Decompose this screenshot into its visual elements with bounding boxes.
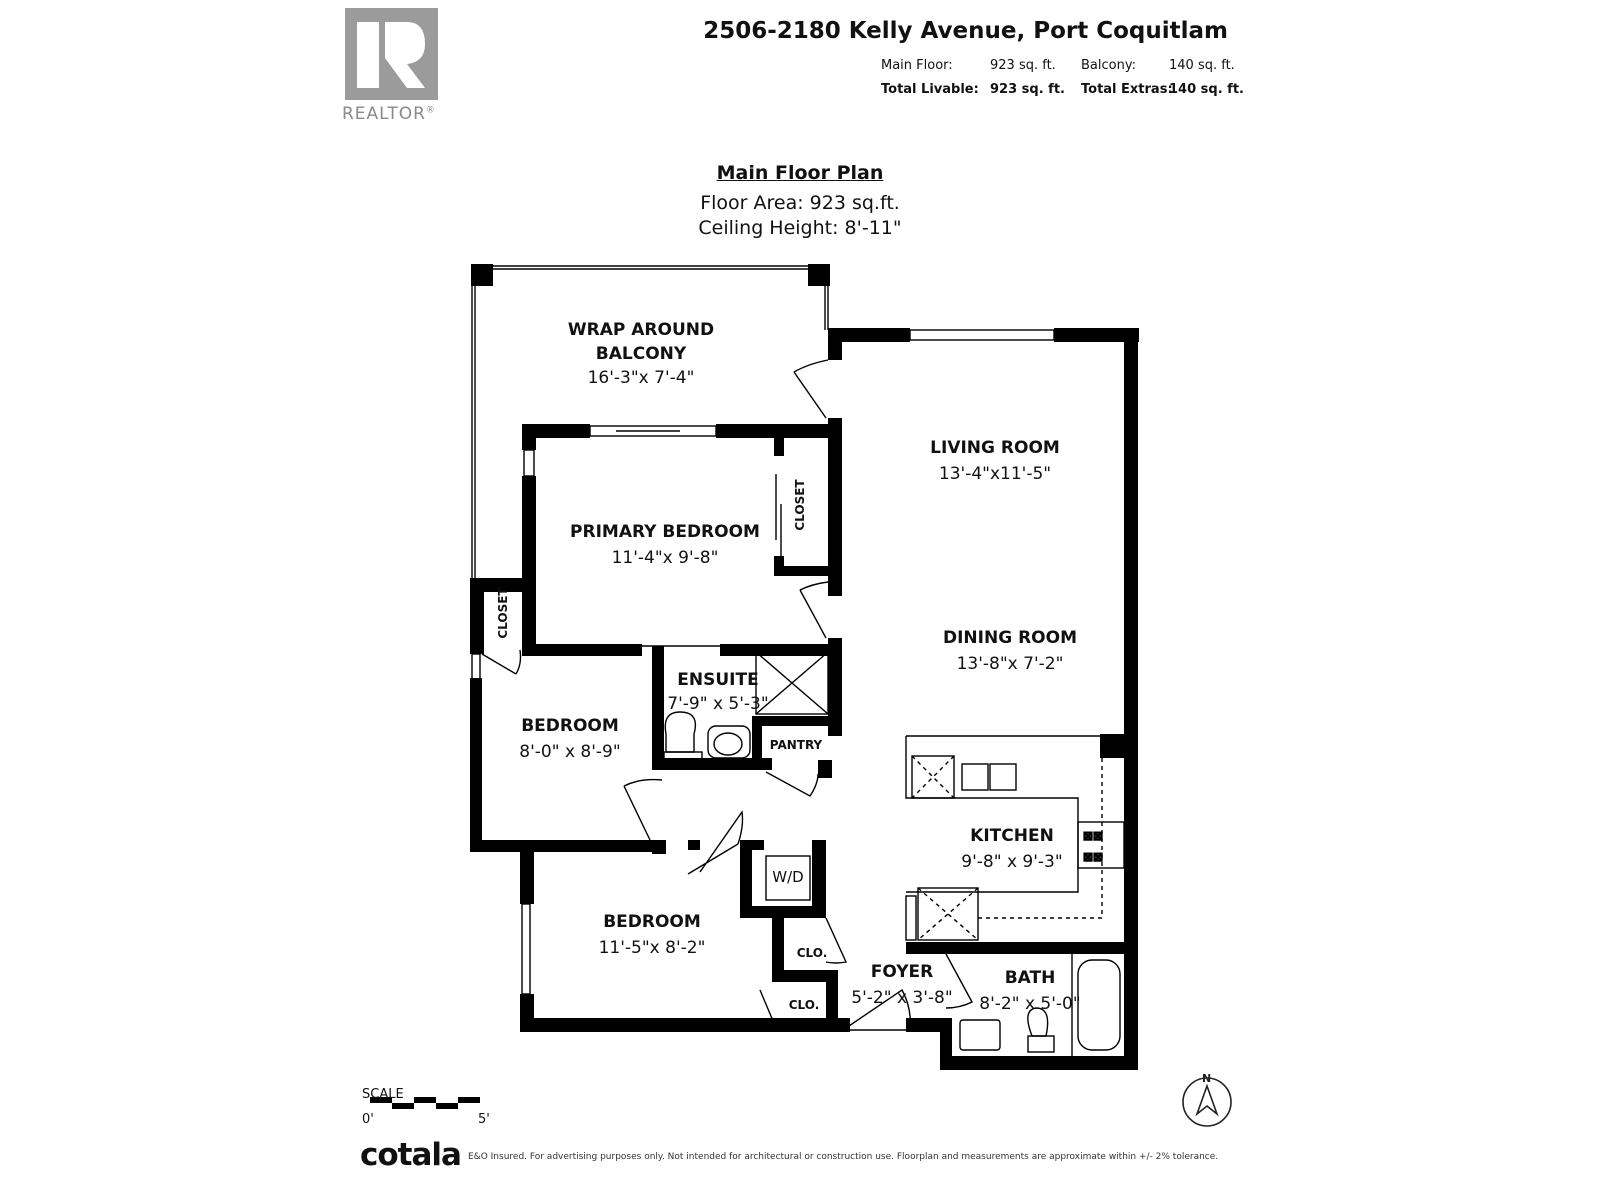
main-floor-value: 923 sq. ft. xyxy=(990,58,1056,73)
room-dining-dims: 13'-8"x 7'-2" xyxy=(956,654,1064,674)
room-balcony-dims: 16'-3"x 7'-4" xyxy=(587,368,695,388)
room-balcony-name-2: BALCONY xyxy=(595,344,687,364)
room-bath-dims: 8'-2" x 5'-0" xyxy=(979,994,1081,1014)
balcony-value: 140 sq. ft. xyxy=(1169,58,1235,73)
balcony-label: Balcony: xyxy=(1081,58,1136,73)
scale-end: 5' xyxy=(478,1112,490,1127)
scale-start: 0' xyxy=(362,1112,374,1127)
room-bedroom2-dims: 8'-0" x 8'-9" xyxy=(519,742,621,762)
ceiling-height: Ceiling Height: 8'-11" xyxy=(698,217,902,239)
room-primary-closet: CLOSET xyxy=(793,479,807,531)
room-closet-1: CLO. xyxy=(796,946,828,960)
room-kitchen-name: KITCHEN xyxy=(970,826,1054,846)
total-livable-value: 923 sq. ft. xyxy=(990,82,1065,97)
property-address: 2506-2180 Kelly Avenue, Port Coquitlam xyxy=(703,18,1228,44)
room-foyer-dims: 5'-2" x 3'-8" xyxy=(851,988,953,1008)
room-foyer-name: FOYER xyxy=(870,962,934,982)
realtor-logo-icon xyxy=(345,8,438,100)
total-extras-label: Total Extras: xyxy=(1081,82,1173,97)
room-living-dims: 13'-4"x11'-5" xyxy=(938,464,1052,484)
room-living-name: LIVING ROOM xyxy=(930,438,1060,458)
room-hall-closet: CLOSET xyxy=(496,587,510,639)
total-extras-value: 140 sq. ft. xyxy=(1169,82,1244,97)
room-ensuite-dims: 7'-9" x 5'-3" xyxy=(667,694,769,714)
room-dining-name: DINING ROOM xyxy=(943,628,1077,648)
room-primary-dims: 11'-4"x 9'-8" xyxy=(611,548,719,568)
plan-title: Main Floor Plan xyxy=(716,162,884,184)
room-pantry: PANTRY xyxy=(769,738,823,752)
main-floor-label: Main Floor: xyxy=(881,58,953,73)
total-livable-label: Total Livable: xyxy=(881,82,979,97)
floor-area: Floor Area: 923 sq.ft. xyxy=(700,192,900,214)
scale-label: SCALE xyxy=(362,1087,404,1102)
realtor-brand: REALTOR® xyxy=(342,104,436,124)
north-arrow-icon xyxy=(1182,1077,1232,1127)
scale-bar xyxy=(370,1097,480,1109)
room-bedroom3-dims: 11'-5"x 8'-2" xyxy=(598,938,706,958)
room-kitchen-dims: 9'-8" x 9'-3" xyxy=(961,852,1063,872)
svg-text:N: N xyxy=(1202,1072,1211,1085)
room-bath-name: BATH xyxy=(1004,968,1056,988)
room-washer-dryer: W/D xyxy=(772,868,804,886)
svg-text:⊠⊠: ⊠⊠ xyxy=(1083,829,1103,843)
svg-text:⊠⊠: ⊠⊠ xyxy=(1083,850,1103,864)
room-ensuite-name: ENSUITE xyxy=(677,670,759,690)
room-balcony-name-1: WRAP AROUND xyxy=(567,320,715,340)
room-bedroom3-name: BEDROOM xyxy=(603,912,701,932)
cotala-logo: cotala xyxy=(360,1137,462,1173)
room-closet-2: CLO. xyxy=(788,998,820,1012)
room-primary-name: PRIMARY BEDROOM xyxy=(570,522,760,542)
disclaimer: E&O Insured. For advertising purposes on… xyxy=(468,1152,1219,1162)
room-bedroom2-name: BEDROOM xyxy=(521,716,619,736)
